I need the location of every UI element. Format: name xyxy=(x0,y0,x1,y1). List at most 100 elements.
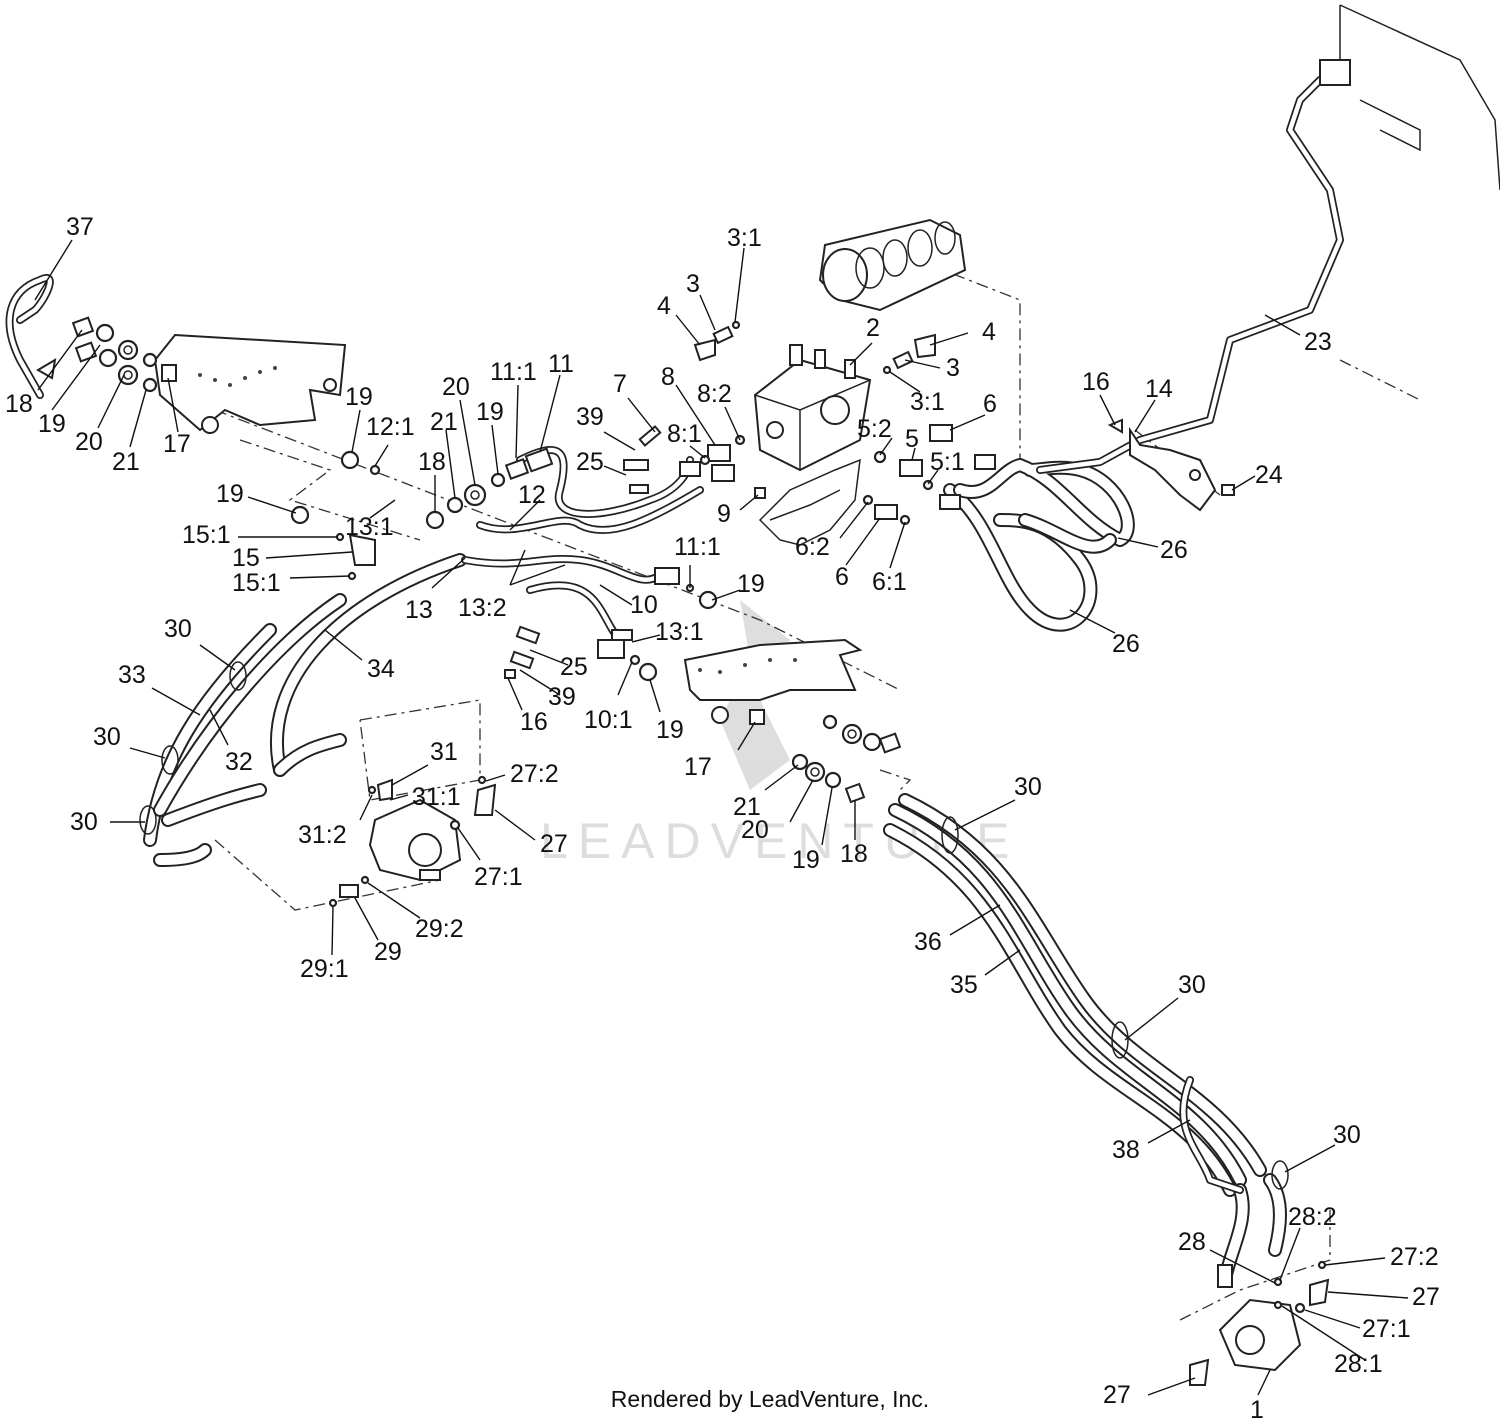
part-label: 31:2 xyxy=(298,821,347,849)
tube-clamp-bracket xyxy=(1129,426,1217,512)
part-label: 18 xyxy=(5,390,33,418)
part-label: 5 xyxy=(905,425,919,453)
part-label: 13:2 xyxy=(458,594,507,622)
part-label: 3 xyxy=(946,354,960,382)
part-label: 19 xyxy=(345,383,373,411)
part-label: 19 xyxy=(216,480,244,508)
part-label: 15 xyxy=(232,544,260,572)
part-label: 19 xyxy=(737,570,765,598)
part-label: 8:2 xyxy=(697,380,732,408)
part-label: 30 xyxy=(1014,773,1042,801)
part-label: 29 xyxy=(374,938,402,966)
left-mounting-bracket xyxy=(153,333,347,434)
part-label: 8 xyxy=(661,363,675,391)
part-label: 3 xyxy=(686,270,700,298)
part-label: 9 xyxy=(717,500,731,528)
part-label: 27 xyxy=(1412,1283,1440,1311)
part-label: 19 xyxy=(792,846,820,874)
part-label: 36 xyxy=(914,928,942,956)
part-labels: 37 18 19 20 21 17 19 12:1 20 21 19 11:1 … xyxy=(5,213,1440,1424)
part-label: 28:2 xyxy=(1288,1203,1337,1231)
part-label: 2 xyxy=(866,314,880,342)
part-label: 4 xyxy=(657,292,671,320)
valve-frame-bracket xyxy=(758,458,861,546)
part-label: 30 xyxy=(1333,1121,1361,1149)
part-label: 13:1 xyxy=(345,513,394,541)
part-label: 25 xyxy=(560,653,588,681)
part-label: 37 xyxy=(66,213,94,241)
part-label: 27:2 xyxy=(510,760,559,788)
part-label: 33 xyxy=(118,661,146,689)
part-label: 35 xyxy=(950,971,978,999)
part-label: 28 xyxy=(1178,1228,1206,1256)
part-label: 27:1 xyxy=(1362,1315,1411,1343)
part-label: 6:2 xyxy=(795,533,830,561)
part-label: 27:1 xyxy=(474,863,523,891)
part-label: 18 xyxy=(418,448,446,476)
part-label: 39 xyxy=(576,403,604,431)
part-label: 24 xyxy=(1255,461,1283,489)
rear-panel xyxy=(1319,4,1500,191)
part-label: 5:2 xyxy=(857,415,892,443)
part-label: 7 xyxy=(613,370,627,398)
part-label: 17 xyxy=(163,430,191,458)
part-label: 25 xyxy=(576,448,604,476)
part-label: 10 xyxy=(630,591,658,619)
part-label: 20 xyxy=(442,373,470,401)
part-label: 27 xyxy=(1103,1381,1131,1409)
part-label: 39 xyxy=(548,683,576,711)
part-label: 27 xyxy=(540,830,568,858)
part-label: 4 xyxy=(982,318,996,346)
part-label: 32 xyxy=(225,748,253,776)
part-label: 18 xyxy=(840,840,868,868)
footer-text: Rendered by LeadVenture, Inc. xyxy=(610,1386,930,1412)
part-label: 19 xyxy=(38,410,66,438)
part-label: 26 xyxy=(1160,536,1188,564)
fittings-and-washers xyxy=(36,316,1330,1386)
right-mounting-bracket xyxy=(683,638,863,724)
part-label: 6 xyxy=(835,563,849,591)
part-label: 26 xyxy=(1112,630,1140,658)
part-label: 3:1 xyxy=(910,388,945,416)
part-label: 29:1 xyxy=(300,955,349,983)
part-label: 12:1 xyxy=(366,413,415,441)
part-label: 21 xyxy=(733,793,761,821)
part-label: 11:1 xyxy=(674,533,721,561)
part-label: 29:2 xyxy=(415,915,464,943)
pump-stack xyxy=(818,218,967,312)
part-label: 8:1 xyxy=(667,420,702,448)
part-label: 11 xyxy=(548,350,574,378)
part-label: 13 xyxy=(405,596,433,624)
leader-lines xyxy=(34,239,1409,1396)
part-label: 23 xyxy=(1304,328,1332,356)
part-label: 20 xyxy=(75,428,103,456)
part-label: 12 xyxy=(518,481,546,509)
part-label: 15:1 xyxy=(232,569,281,597)
control-valve-block xyxy=(753,344,872,472)
part-label: 16 xyxy=(520,708,548,736)
hoses xyxy=(143,458,1287,1287)
right-wheel-motor xyxy=(1218,1298,1302,1372)
part-label: 20 xyxy=(741,816,769,844)
part-label: 19 xyxy=(476,398,504,426)
part-label: 15:1 xyxy=(182,521,231,549)
part-label: 27:2 xyxy=(1390,1243,1439,1271)
rendered-by-footer: Rendered by LeadVenture, Inc. xyxy=(0,1386,1500,1413)
part-label: 14 xyxy=(1145,375,1173,403)
part-label: 31:1 xyxy=(412,783,461,811)
part-label: 38 xyxy=(1112,1136,1140,1164)
part-label: 30 xyxy=(164,615,192,643)
part-label: 30 xyxy=(70,808,98,836)
part-label: 3:1 xyxy=(727,224,762,252)
part-label: 28:1 xyxy=(1334,1350,1383,1378)
part-label: 11:1 xyxy=(490,358,537,386)
part-label: 6:1 xyxy=(872,568,907,596)
part-label: 34 xyxy=(367,655,395,683)
part-label: 21 xyxy=(112,448,140,476)
part-label: 16 xyxy=(1082,368,1110,396)
left-wheel-motor xyxy=(368,798,462,882)
part-label: 30 xyxy=(1178,971,1206,999)
rigid-tubes xyxy=(5,76,1344,1194)
part-label: 31 xyxy=(430,738,458,766)
